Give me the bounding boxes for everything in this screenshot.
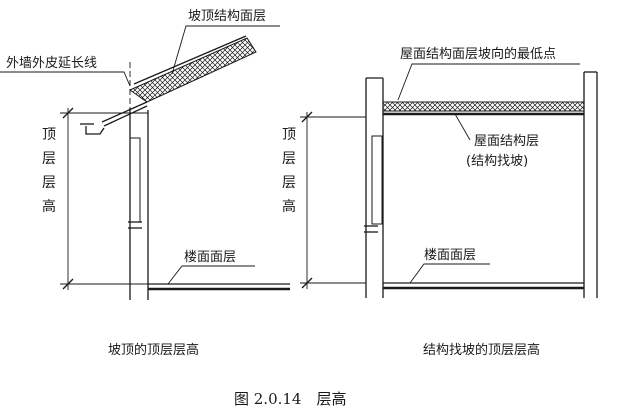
- left-floor-leader: [167, 265, 255, 285]
- right-floor-surface-label: 楼面面层: [424, 248, 476, 263]
- left-roof-layer: [128, 37, 257, 103]
- right-roof-structure-sublabel: (结构找坡): [466, 154, 528, 169]
- right-lowest-point-label: 屋面结构面层坡向的最低点: [400, 46, 556, 62]
- left-roof-surface-label: 坡顶结构面层: [188, 9, 266, 24]
- left-roof-under-line-2: [103, 105, 148, 127]
- left-roof-leader: [171, 25, 280, 75]
- right-roof-structure-leader: [454, 113, 471, 141]
- left-roof-top-line: [133, 35, 247, 85]
- right-dim-tick-bottom: [301, 277, 313, 289]
- left-window: [129, 137, 141, 223]
- right-dimension-label: 顶层层高: [282, 127, 296, 215]
- left-roof-under-line: [101, 101, 148, 123]
- right-caption: 结构找坡的顶层层高: [423, 342, 540, 358]
- right-diagram: 屋面结构面层坡向的最低点 屋面结构层 (结构找坡) 楼面面层 顶层层高 结构找坡…: [282, 46, 598, 358]
- right-lowest-point-leader: [397, 63, 580, 101]
- left-gutter: [85, 126, 105, 135]
- left-wall-leader: [0, 71, 131, 87]
- left-wall-extension-label: 外墙外皮延长线: [6, 56, 97, 71]
- right-window: [371, 135, 383, 225]
- right-roof-layer: [382, 101, 585, 112]
- left-floor-surface-label: 楼面面层: [184, 250, 236, 265]
- figure-caption: 图 2.0.14 层高: [234, 390, 346, 408]
- right-roof-structure-label: 屋面结构层: [474, 134, 539, 149]
- left-dimension-label: 顶层层高: [42, 127, 56, 215]
- left-dim-tick-top: [62, 107, 74, 119]
- left-caption: 坡顶的顶层层高: [108, 342, 199, 358]
- right-floor-leader: [409, 263, 490, 284]
- right-dim-tick-top: [301, 111, 313, 123]
- left-dim-tick-bottom: [62, 278, 74, 290]
- left-diagram: 坡顶结构面层 外墙外皮延长线 楼面面层 顶层层高 坡顶的顶层层高: [0, 9, 290, 358]
